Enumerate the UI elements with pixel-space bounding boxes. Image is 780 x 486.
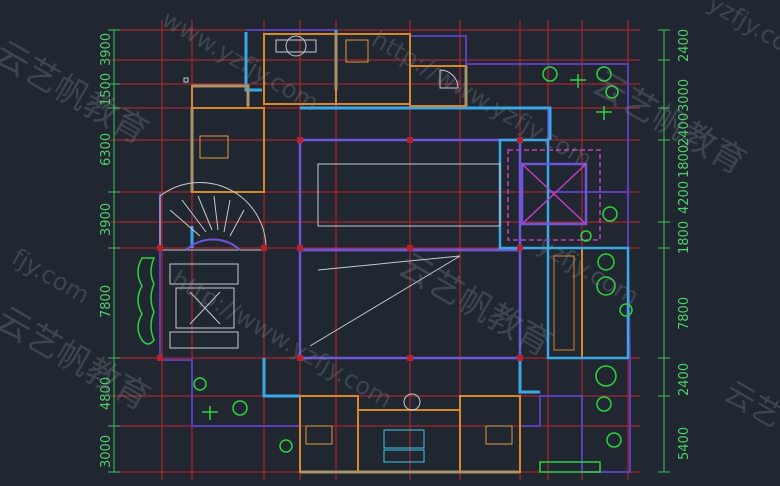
watermark-url-6: yzfjy.com — [703, 0, 780, 69]
watermark-brand-4: 云艺帆教育 — [0, 299, 157, 419]
dim-right-9: 5400 — [677, 427, 692, 460]
dim-left-3: 6300 — [99, 133, 114, 166]
watermark-url-2: http://www.yzfjy.com — [367, 25, 597, 174]
watermark-brand-2: 云艺帆教育 — [586, 63, 753, 183]
dim-right-4: 1800 — [677, 145, 692, 178]
dim-left-7: 3000 — [99, 435, 114, 468]
room-fixtures — [199, 35, 513, 463]
dim-left-1: 3900 — [99, 33, 114, 66]
dim-right-1: 2400 — [677, 29, 692, 62]
vegetation — [137, 66, 633, 473]
dim-left-5: 7800 — [99, 285, 114, 318]
atrium — [507, 149, 601, 241]
dim-left-6: 4800 — [99, 377, 114, 410]
dim-right-2: 3000 — [677, 79, 692, 112]
watermark-url-3: http://www.yzfjy.com — [167, 265, 397, 414]
pool — [309, 163, 575, 351]
watermark-url-5: fjy.com — [7, 243, 94, 310]
columns — [157, 137, 523, 361]
stair — [159, 182, 267, 251]
dimension-labels-right: 2400 3000 2400 1800 4200 1800 7800 2400 … — [677, 29, 692, 460]
dim-right-6: 1800 — [677, 221, 692, 254]
watermark-brand-1: 云艺帆教育 — [0, 33, 155, 153]
dim-right-3: 2400 — [677, 113, 692, 146]
living-furniture — [169, 77, 239, 349]
dim-left-4: 3900 — [99, 203, 114, 236]
dim-right-8: 2400 — [677, 363, 692, 396]
watermark-brand-3: 云艺帆教育 — [392, 245, 559, 365]
walls-orange — [191, 33, 583, 473]
watermarks: www.yzfjy.com http://www.yzfjy.com http:… — [0, 0, 780, 435]
dimension-labels-left: 3900 1500 6300 3900 7800 4800 3000 — [99, 33, 114, 468]
watermark-url-1: www.yzfjy.com — [157, 5, 323, 117]
dim-left-2: 1500 — [99, 73, 114, 106]
dim-right-7: 7800 — [677, 297, 692, 330]
dim-right-5: 4200 — [677, 181, 692, 214]
watermark-brand-5: 云艺 — [718, 375, 780, 435]
dimension-lines — [108, 29, 670, 473]
